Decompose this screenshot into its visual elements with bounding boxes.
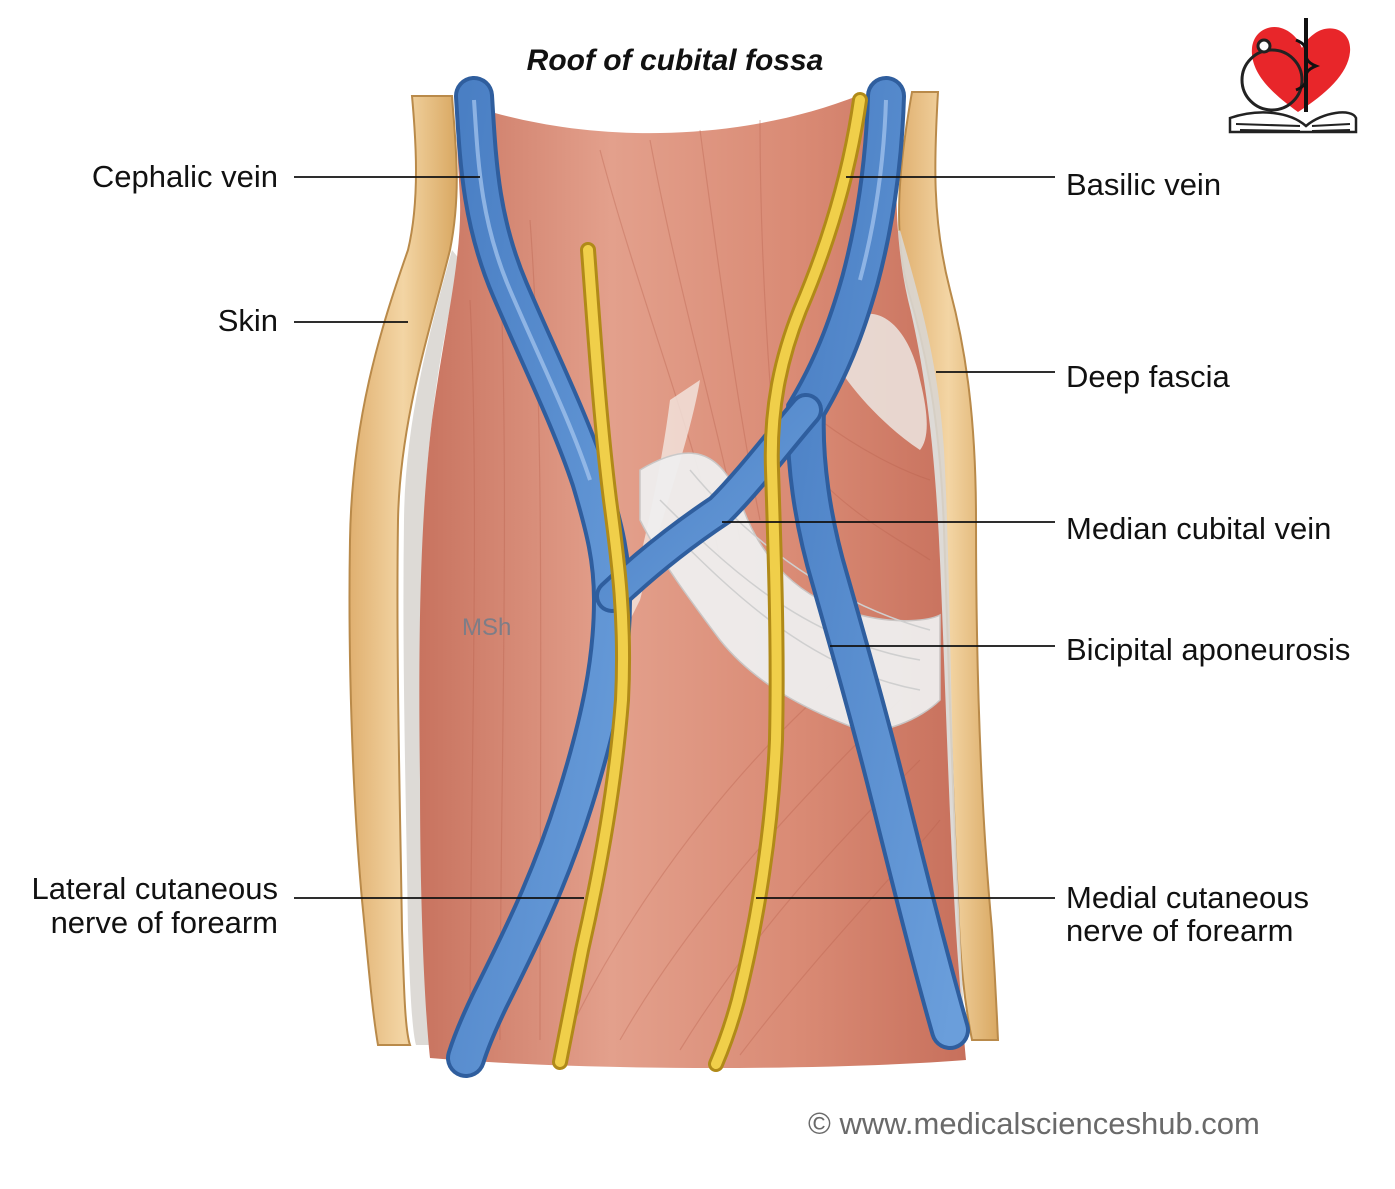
logo-icon (1228, 18, 1358, 134)
lateral-cutaneous-nerve-fill (555, 245, 629, 1067)
label-lateral-cutaneous-2: nerve of forearm (50, 905, 278, 940)
label-medial-cutaneous-2: nerve of forearm (1066, 913, 1294, 948)
book-icon (1228, 111, 1358, 134)
skin-layer (348, 95, 458, 1046)
deep-fascia-left (403, 250, 460, 1045)
label-lateral-cutaneous-1: Lateral cutaneous (31, 871, 278, 906)
label-deep-fascia: Deep fascia (1066, 359, 1230, 394)
figure-title: Roof of cubital fossa (526, 44, 824, 77)
stethoscope-icon (1240, 48, 1304, 112)
medial-cutaneous-nerve-fill (711, 95, 865, 1069)
deep-fascia-sheet (840, 313, 927, 450)
label-basilic-vein: Basilic vein (1066, 167, 1222, 202)
label-skin: Skin (217, 303, 278, 338)
label-medial-cutaneous-1: Medial cutaneous (1066, 880, 1309, 915)
label-bicipital-aponeurosis: Bicipital aponeurosis (1066, 632, 1351, 667)
watermark: MSh (462, 614, 512, 641)
median-cubital-vein-fill (599, 397, 819, 609)
copyright-notice: © www.medicalscienceshub.com (808, 1106, 1260, 1141)
label-cephalic-vein: Cephalic vein (91, 159, 278, 194)
label-median-cubital-vein: Median cubital vein (1066, 511, 1332, 546)
leader-lines (294, 176, 1055, 899)
